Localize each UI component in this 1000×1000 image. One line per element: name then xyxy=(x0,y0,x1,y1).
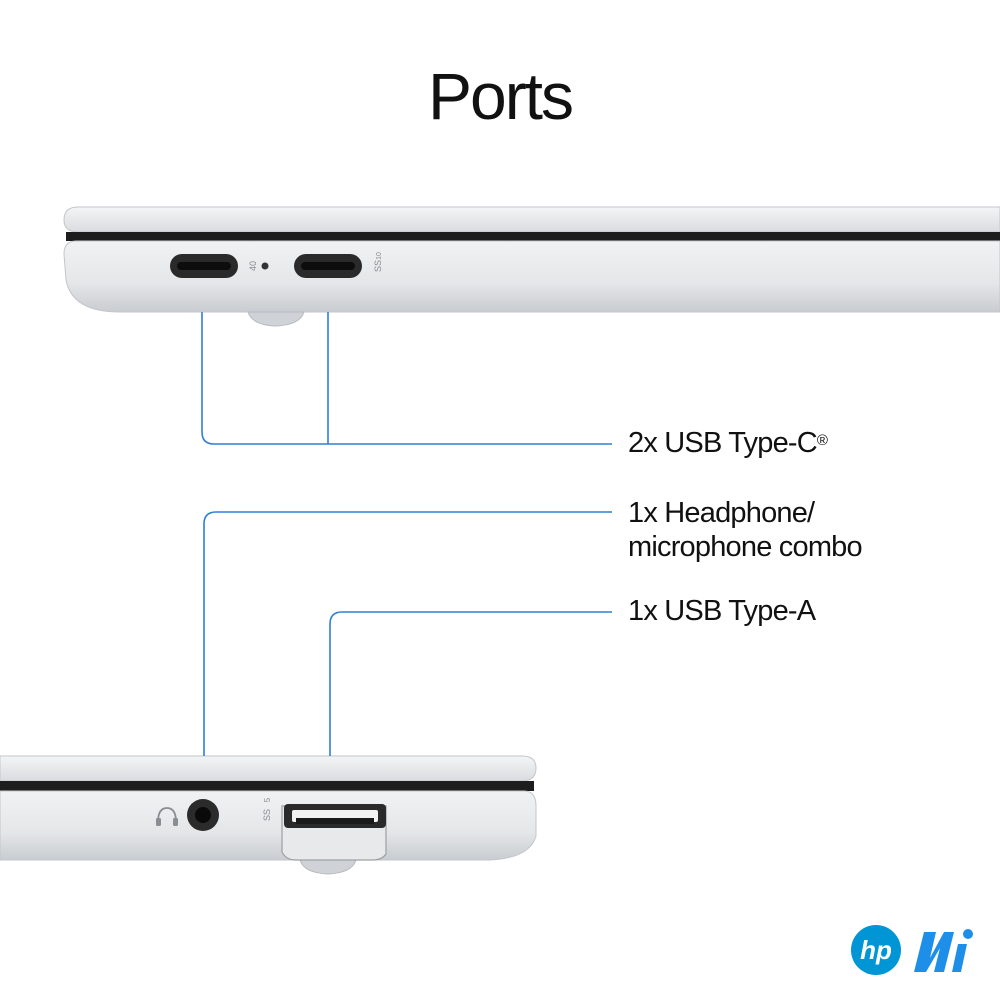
charge-indicator-light xyxy=(261,262,269,270)
callout-headphone-line2: microphone combo xyxy=(628,531,863,563)
callout-usb-c-text: 2x USB Type-C xyxy=(628,427,818,459)
laptop-foot xyxy=(299,859,357,875)
usb-c-left-speed-mark: 40 xyxy=(248,261,258,271)
leader-lines xyxy=(201,312,612,756)
usb-a-port xyxy=(281,804,387,861)
callout-usb-a-text: 1x USB Type-A xyxy=(628,595,816,627)
callout-usb-c: 2x USB Type-C® xyxy=(628,426,828,460)
laptop-left-side: 40 SS 10 xyxy=(63,206,1000,327)
leader-line-usb-c xyxy=(201,312,612,445)
usb-c-right-speed-mark: SS xyxy=(373,260,383,272)
usb-c-right-rate-mark: 10 xyxy=(376,252,383,260)
hp-logo-text: hp xyxy=(860,935,892,965)
brand-logos: hp xyxy=(851,925,973,975)
ai-logo xyxy=(914,929,973,972)
usb-a-rate-mark: 5 xyxy=(263,797,272,802)
usb-a-speed-mark: SS xyxy=(262,809,272,821)
registered-mark: ® xyxy=(816,432,828,449)
laptop-right-side: SS 5 xyxy=(0,755,537,875)
callout-usb-a: 1x USB Type-A xyxy=(628,594,816,628)
headphone-icon xyxy=(156,807,178,826)
hp-logo: hp xyxy=(851,925,901,975)
leader-line-usb-a xyxy=(329,611,612,756)
page-title: Ports xyxy=(427,59,574,133)
leader-line-headphone xyxy=(203,511,612,756)
callout-headphone-line1: 1x Headphone/ xyxy=(628,497,815,529)
callout-headphone: 1x Headphone/ microphone combo xyxy=(628,496,863,564)
laptop-foot xyxy=(247,311,305,327)
